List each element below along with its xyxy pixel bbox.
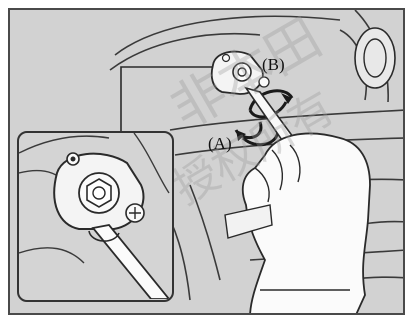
reservoir-cap: [355, 28, 395, 88]
callout-label-a: (A): [208, 135, 232, 152]
inset-drawing: [19, 133, 171, 299]
detail-inset: [17, 131, 174, 302]
inset-screwdriver: [93, 225, 169, 299]
hex-bolt-icon: [87, 179, 111, 207]
callout-label-b: (B): [262, 56, 285, 73]
